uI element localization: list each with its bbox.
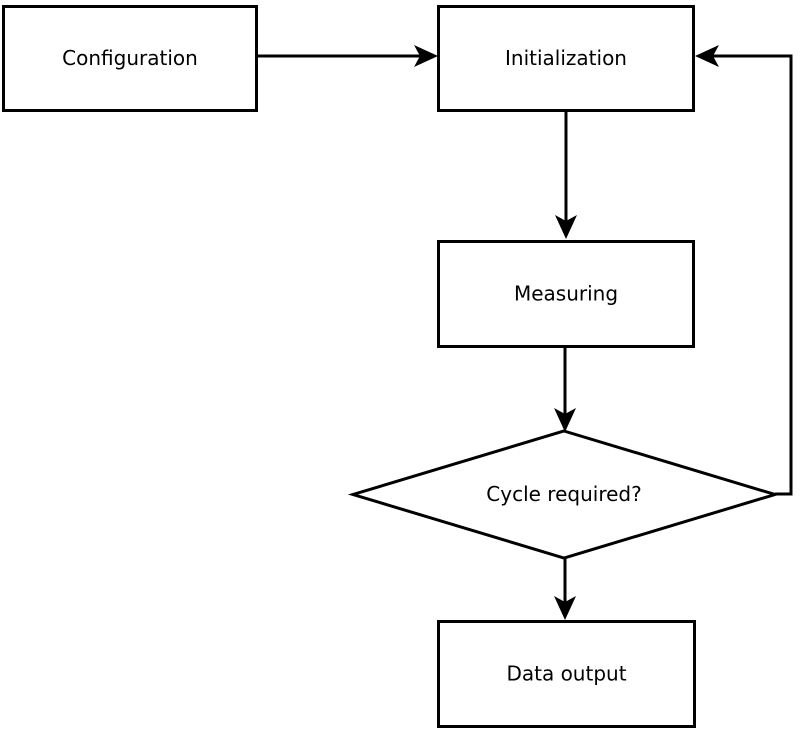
node-data-output[interactable]: Data output bbox=[437, 620, 696, 728]
node-measuring[interactable]: Measuring bbox=[437, 240, 695, 348]
arrowhead-icon bbox=[414, 45, 438, 67]
node-rect[interactable] bbox=[437, 5, 695, 112]
edge-configuration-to-initialization bbox=[258, 45, 438, 67]
edge-line bbox=[705, 54, 793, 496]
arrowhead-icon bbox=[695, 45, 719, 67]
arrowhead-icon bbox=[555, 215, 577, 239]
arrowhead-icon bbox=[554, 408, 576, 432]
edge-cycle-required-to-initialization-feedback bbox=[695, 45, 793, 496]
node-initialization[interactable]: Initialization bbox=[437, 5, 695, 112]
edge-cycle-required-to-data-output bbox=[554, 558, 576, 620]
node-cycle-required[interactable]: Cycle required? bbox=[347, 429, 781, 560]
edge-measuring-to-cycle-required bbox=[554, 348, 576, 432]
node-rect[interactable] bbox=[2, 5, 258, 112]
edge-initialization-to-measuring bbox=[555, 112, 577, 239]
node-diamond[interactable] bbox=[347, 429, 781, 560]
node-configuration[interactable]: Configuration bbox=[2, 5, 258, 112]
arrowhead-icon bbox=[554, 596, 576, 620]
node-rect[interactable] bbox=[437, 240, 695, 348]
node-rect[interactable] bbox=[437, 620, 696, 728]
